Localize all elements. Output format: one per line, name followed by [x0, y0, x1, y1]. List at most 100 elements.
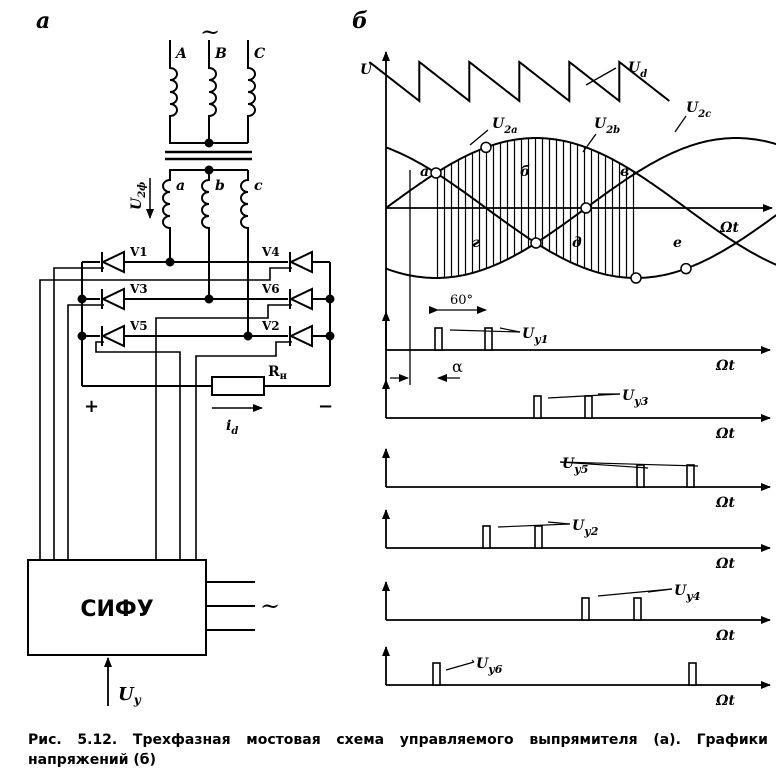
control-block — [27, 559, 207, 656]
plus-terminal: + — [84, 396, 99, 417]
phase-label-C: C — [254, 46, 265, 62]
label-v3: V3 — [129, 282, 148, 296]
load-resistor — [211, 376, 265, 396]
intersection-top-2 — [530, 237, 542, 249]
intersection-bottom-1 — [480, 141, 492, 154]
label-v1: V1 — [129, 245, 148, 259]
pulse-leader — [559, 461, 699, 467]
control-pulse — [581, 597, 590, 621]
u2c-label: U2c — [686, 100, 711, 120]
panel-label-a: а — [36, 8, 50, 34]
pulse-leader — [449, 329, 521, 333]
phase-label-a: a — [176, 178, 185, 194]
secondary-windings — [162, 165, 249, 336]
control-pulse — [633, 597, 642, 621]
node-right-2 — [325, 331, 335, 341]
u2b-label: U2b — [594, 116, 620, 136]
pulse-leader — [471, 659, 475, 663]
timeline-x-label: Ωt — [715, 495, 735, 511]
intersection-top-1 — [430, 167, 442, 179]
control-block-label: СИФУ — [80, 597, 153, 622]
primary-neutral-node — [204, 138, 214, 148]
label-v5: V5 — [129, 319, 148, 333]
y-axis-label: U — [360, 62, 373, 78]
pulse-label-6: Uу6 — [476, 656, 503, 676]
phase-curve-u2b — [386, 137, 776, 279]
thyristor-v1 — [82, 250, 170, 274]
alpha-label: α — [452, 357, 463, 376]
pulse-label-3: Uу5 — [562, 456, 588, 476]
control-pulse — [432, 662, 441, 686]
phase-label-B: B — [214, 46, 227, 62]
node-right-1 — [325, 294, 335, 304]
intersection-top-3 — [630, 272, 642, 284]
control-pulse — [636, 464, 645, 488]
pulse-leader — [547, 393, 621, 399]
u2b-leader — [582, 133, 597, 153]
ac-source-symbol: ~ — [200, 18, 220, 46]
rectified-voltage-curve — [368, 59, 670, 104]
point-label-e: е — [673, 235, 682, 251]
node-phase-b — [204, 294, 214, 304]
phase-label-A: A — [174, 46, 187, 62]
thyristor-v2 — [248, 324, 330, 348]
figure: а б ~ A B C a b c U2ф — [27, 8, 776, 709]
label-v6: V6 — [261, 282, 280, 296]
intersection-bottom-2 — [580, 202, 592, 214]
panel-label-b: б — [352, 8, 368, 34]
u2a-leader — [469, 129, 489, 146]
circuit-diagram: ~ A B C a b c U2ф — [27, 18, 335, 706]
pulse-leader — [445, 661, 475, 671]
phase-label-b: b — [215, 178, 225, 194]
control-pulse — [534, 525, 543, 549]
label-v2: V2 — [261, 319, 280, 333]
pulse-leader — [499, 327, 521, 333]
control-pulse — [533, 395, 542, 419]
u2a-label: U2a — [492, 116, 518, 136]
ud-leader — [585, 67, 617, 86]
intersection-bottom-3 — [680, 262, 692, 275]
node-phase-c — [243, 331, 253, 341]
phase-curve-u2a — [386, 137, 776, 266]
primary-windings — [169, 40, 256, 148]
load-label: Rн — [268, 364, 287, 382]
gate-wires — [39, 267, 292, 560]
control-ac-label: ~ — [260, 592, 280, 620]
u2c-leader — [674, 115, 687, 133]
point-label-d: д — [572, 235, 582, 251]
point-label-a: а — [420, 164, 429, 180]
x-axis-label-main: Ωt — [719, 220, 739, 236]
timeline-x-label: Ωt — [715, 358, 735, 374]
pulse-leader — [497, 523, 571, 528]
point-label-v: в — [620, 164, 629, 180]
node-left-1 — [77, 294, 87, 304]
control-pulse — [482, 525, 491, 549]
label-v4: V4 — [261, 245, 280, 259]
figure-caption: Рис. 5.12. Трехфазная мостовая схема упр… — [28, 732, 768, 768]
point-label-g: г — [472, 235, 480, 251]
secondary-neutral-node — [204, 165, 214, 175]
control-pulse — [584, 395, 593, 419]
minus-terminal: − — [318, 396, 333, 417]
pulse-leader — [647, 588, 673, 593]
timeline-x-label: Ωt — [715, 693, 735, 709]
pulse-label-4: Uу2 — [572, 518, 599, 538]
pulse-label-2: Uу3 — [622, 388, 649, 408]
phase-voltage-label: U2ф — [129, 182, 148, 210]
load-current-label: id — [226, 418, 238, 437]
control-pulse — [434, 327, 443, 351]
control-pulse — [686, 464, 695, 488]
timeline-x-label: Ωt — [715, 556, 735, 572]
pulse-label-5: Uу4 — [674, 583, 700, 603]
pulse-label-1: Uу1 — [522, 326, 548, 346]
control-pulse — [688, 662, 697, 686]
point-label-b: б — [520, 164, 530, 180]
thyristor-v4 — [170, 250, 330, 274]
